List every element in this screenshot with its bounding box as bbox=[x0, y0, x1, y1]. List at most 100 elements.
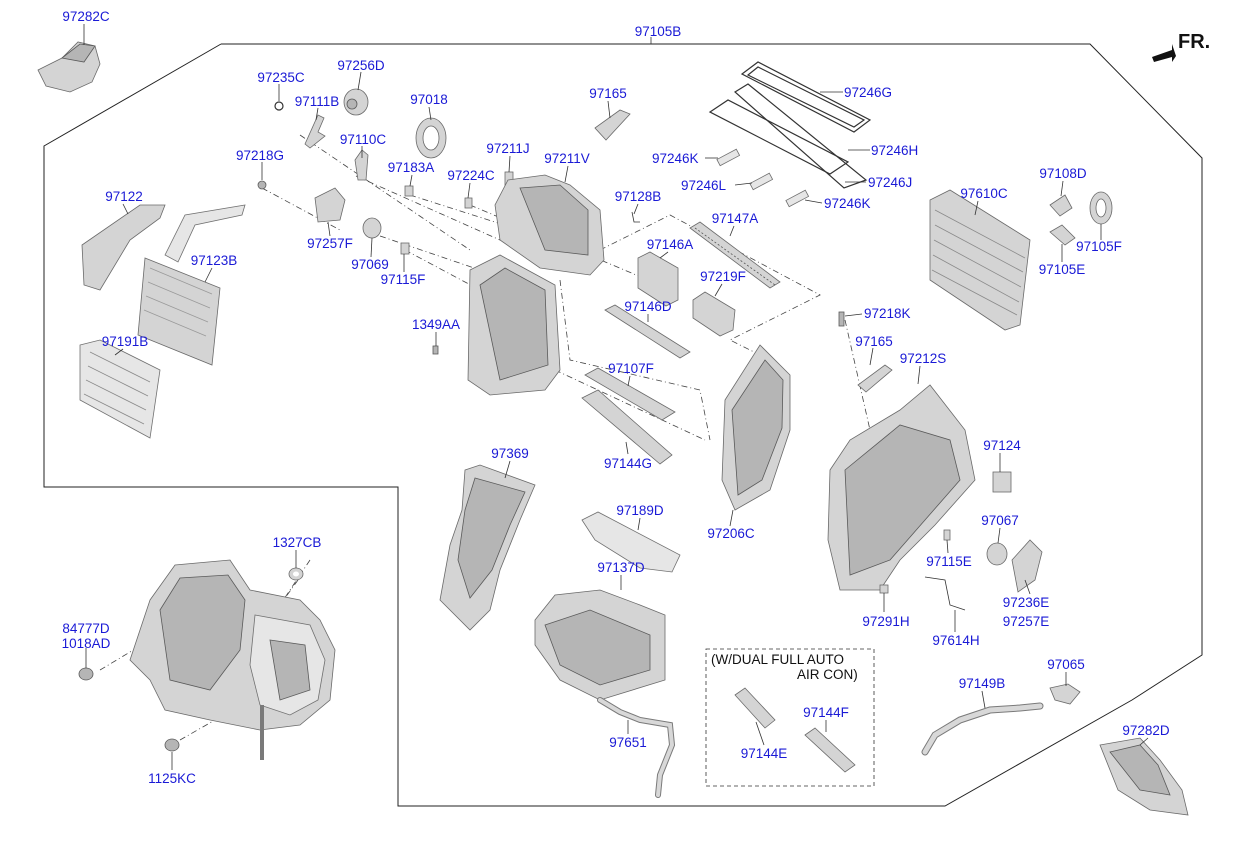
label-97246l: 97246L bbox=[681, 178, 727, 193]
option-note-line2: AIR CON) bbox=[797, 667, 858, 682]
label-97144g: 97144G bbox=[604, 456, 652, 471]
label-97115e: 97115E bbox=[926, 554, 972, 569]
label-97246g: 97246G bbox=[844, 85, 892, 100]
part-97115e-part bbox=[943, 529, 951, 541]
case-97211v-part bbox=[494, 174, 605, 276]
case-97212s-part bbox=[827, 384, 976, 591]
label-97105f: 97105F bbox=[1076, 239, 1122, 254]
o-ring-97235c-part bbox=[274, 101, 284, 111]
bracket-97122-part bbox=[81, 204, 166, 291]
label-97291h: 97291H bbox=[862, 614, 909, 629]
screw-97218g-part bbox=[257, 180, 267, 190]
label-97614h: 97614H bbox=[932, 633, 979, 648]
label-97282c: 97282C bbox=[62, 9, 110, 24]
door-97219f-part bbox=[692, 291, 736, 337]
label-97212s: 97212S bbox=[900, 351, 947, 366]
label-97235c: 97235C bbox=[257, 70, 305, 85]
ring-97018-part bbox=[415, 117, 447, 159]
label-97610c: 97610C bbox=[960, 186, 1008, 201]
label-97246kb: 97246K bbox=[824, 196, 871, 211]
label-97369: 97369 bbox=[491, 446, 529, 461]
door-97144e-part bbox=[734, 687, 776, 729]
part-97291h-part bbox=[879, 584, 889, 594]
label-97211v: 97211V bbox=[544, 151, 590, 166]
label-97110c: 97110C bbox=[340, 132, 387, 147]
label-97123b: 97123B bbox=[191, 253, 238, 268]
screw-97218k-part bbox=[838, 311, 845, 327]
label-97146d: 97146D bbox=[624, 299, 672, 314]
seal-97165a-part bbox=[594, 109, 631, 141]
label-97065: 97065 bbox=[1047, 657, 1085, 672]
seal-97246kb-part bbox=[785, 189, 810, 208]
lever-97111b-part bbox=[304, 114, 326, 149]
seal-97108d-part bbox=[1049, 194, 1073, 217]
front-direction-arrow bbox=[1152, 44, 1176, 62]
dual-auto-option-box bbox=[705, 648, 875, 787]
case-left-part bbox=[467, 254, 561, 396]
label-97236e: 97236E bbox=[1003, 595, 1050, 610]
label-97069: 97069 bbox=[351, 257, 389, 272]
seal-97246l-part bbox=[749, 172, 774, 191]
label-97105e: 97105E bbox=[1039, 262, 1086, 277]
filter-97147a-part bbox=[689, 221, 781, 289]
seal-97105e-part bbox=[1049, 224, 1076, 246]
label-97651: 97651 bbox=[609, 735, 647, 750]
wire-97614h-part bbox=[924, 576, 966, 611]
label-97219f: 97219F bbox=[700, 269, 746, 284]
label-97124: 97124 bbox=[983, 438, 1021, 453]
label-97218g: 97218G bbox=[236, 148, 284, 163]
seal-97105f-part bbox=[1089, 191, 1113, 225]
duct-97369-part bbox=[439, 464, 536, 631]
label-97147a: 97147A bbox=[712, 211, 759, 226]
door-97144g-part bbox=[581, 389, 673, 465]
label-1349aa: 1349AA bbox=[412, 317, 460, 332]
actuator-97069-part bbox=[362, 217, 382, 239]
label-97206c: 97206C bbox=[707, 526, 755, 541]
label-97165b: 97165 bbox=[855, 334, 893, 349]
part-97115fa-part bbox=[400, 242, 410, 255]
label-97257e: 97257E bbox=[1003, 614, 1050, 629]
screw-1125kc-part bbox=[164, 738, 180, 752]
label-97191b: 97191B bbox=[102, 334, 149, 349]
label-97257f: 97257F bbox=[307, 236, 353, 251]
screw-1018ad-part bbox=[78, 667, 94, 681]
actuator-97257f-part bbox=[314, 187, 346, 223]
seal-97246ka-part bbox=[716, 148, 741, 167]
label-97165a: 97165 bbox=[589, 86, 627, 101]
label-97018: 97018 bbox=[410, 92, 448, 107]
label-97122: 97122 bbox=[105, 189, 143, 204]
label-97107f: 97107F bbox=[608, 361, 654, 376]
label-97246ka: 97246K bbox=[652, 151, 699, 166]
label-97211j: 97211J bbox=[486, 141, 529, 156]
nut-1327cb-part bbox=[288, 567, 304, 581]
label-84777d: 84777D bbox=[62, 621, 110, 636]
gasket-97246g-part bbox=[740, 61, 872, 133]
gasket-97246h-part bbox=[708, 99, 850, 175]
gasket-97246j-part bbox=[733, 83, 868, 189]
label-97128b: 97128B bbox=[615, 189, 662, 204]
leader-lines bbox=[83, 24, 1149, 770]
heater-core-97123b-part bbox=[137, 204, 246, 366]
screw-1349aa-part bbox=[432, 345, 439, 355]
label-97282d: 97282D bbox=[1122, 723, 1170, 738]
actuator-97236e-part bbox=[1011, 539, 1043, 593]
clip-97128b-part bbox=[631, 211, 640, 223]
actuator-97256d-part bbox=[343, 88, 369, 116]
label-97149b: 97149B bbox=[959, 676, 1006, 691]
label-97108d: 97108D bbox=[1039, 166, 1087, 181]
front-direction-label: FR. bbox=[1178, 31, 1210, 53]
label-97144e: 97144E bbox=[741, 746, 788, 761]
actuator-97067-part bbox=[986, 542, 1008, 566]
door-97107f-part bbox=[584, 367, 676, 421]
label-97256d: 97256D bbox=[337, 58, 385, 73]
label-97067: 97067 bbox=[981, 513, 1019, 528]
hvac-assembly-part bbox=[129, 559, 336, 760]
seal-97165b-part bbox=[857, 364, 893, 393]
door-97146a-part bbox=[637, 251, 679, 307]
bracket-97189d-part bbox=[581, 511, 681, 573]
door-97144f-part bbox=[804, 727, 856, 773]
label-97189d: 97189D bbox=[616, 503, 664, 518]
label-97246j: 97246J bbox=[868, 175, 912, 190]
grille-97191b-part bbox=[79, 339, 161, 439]
